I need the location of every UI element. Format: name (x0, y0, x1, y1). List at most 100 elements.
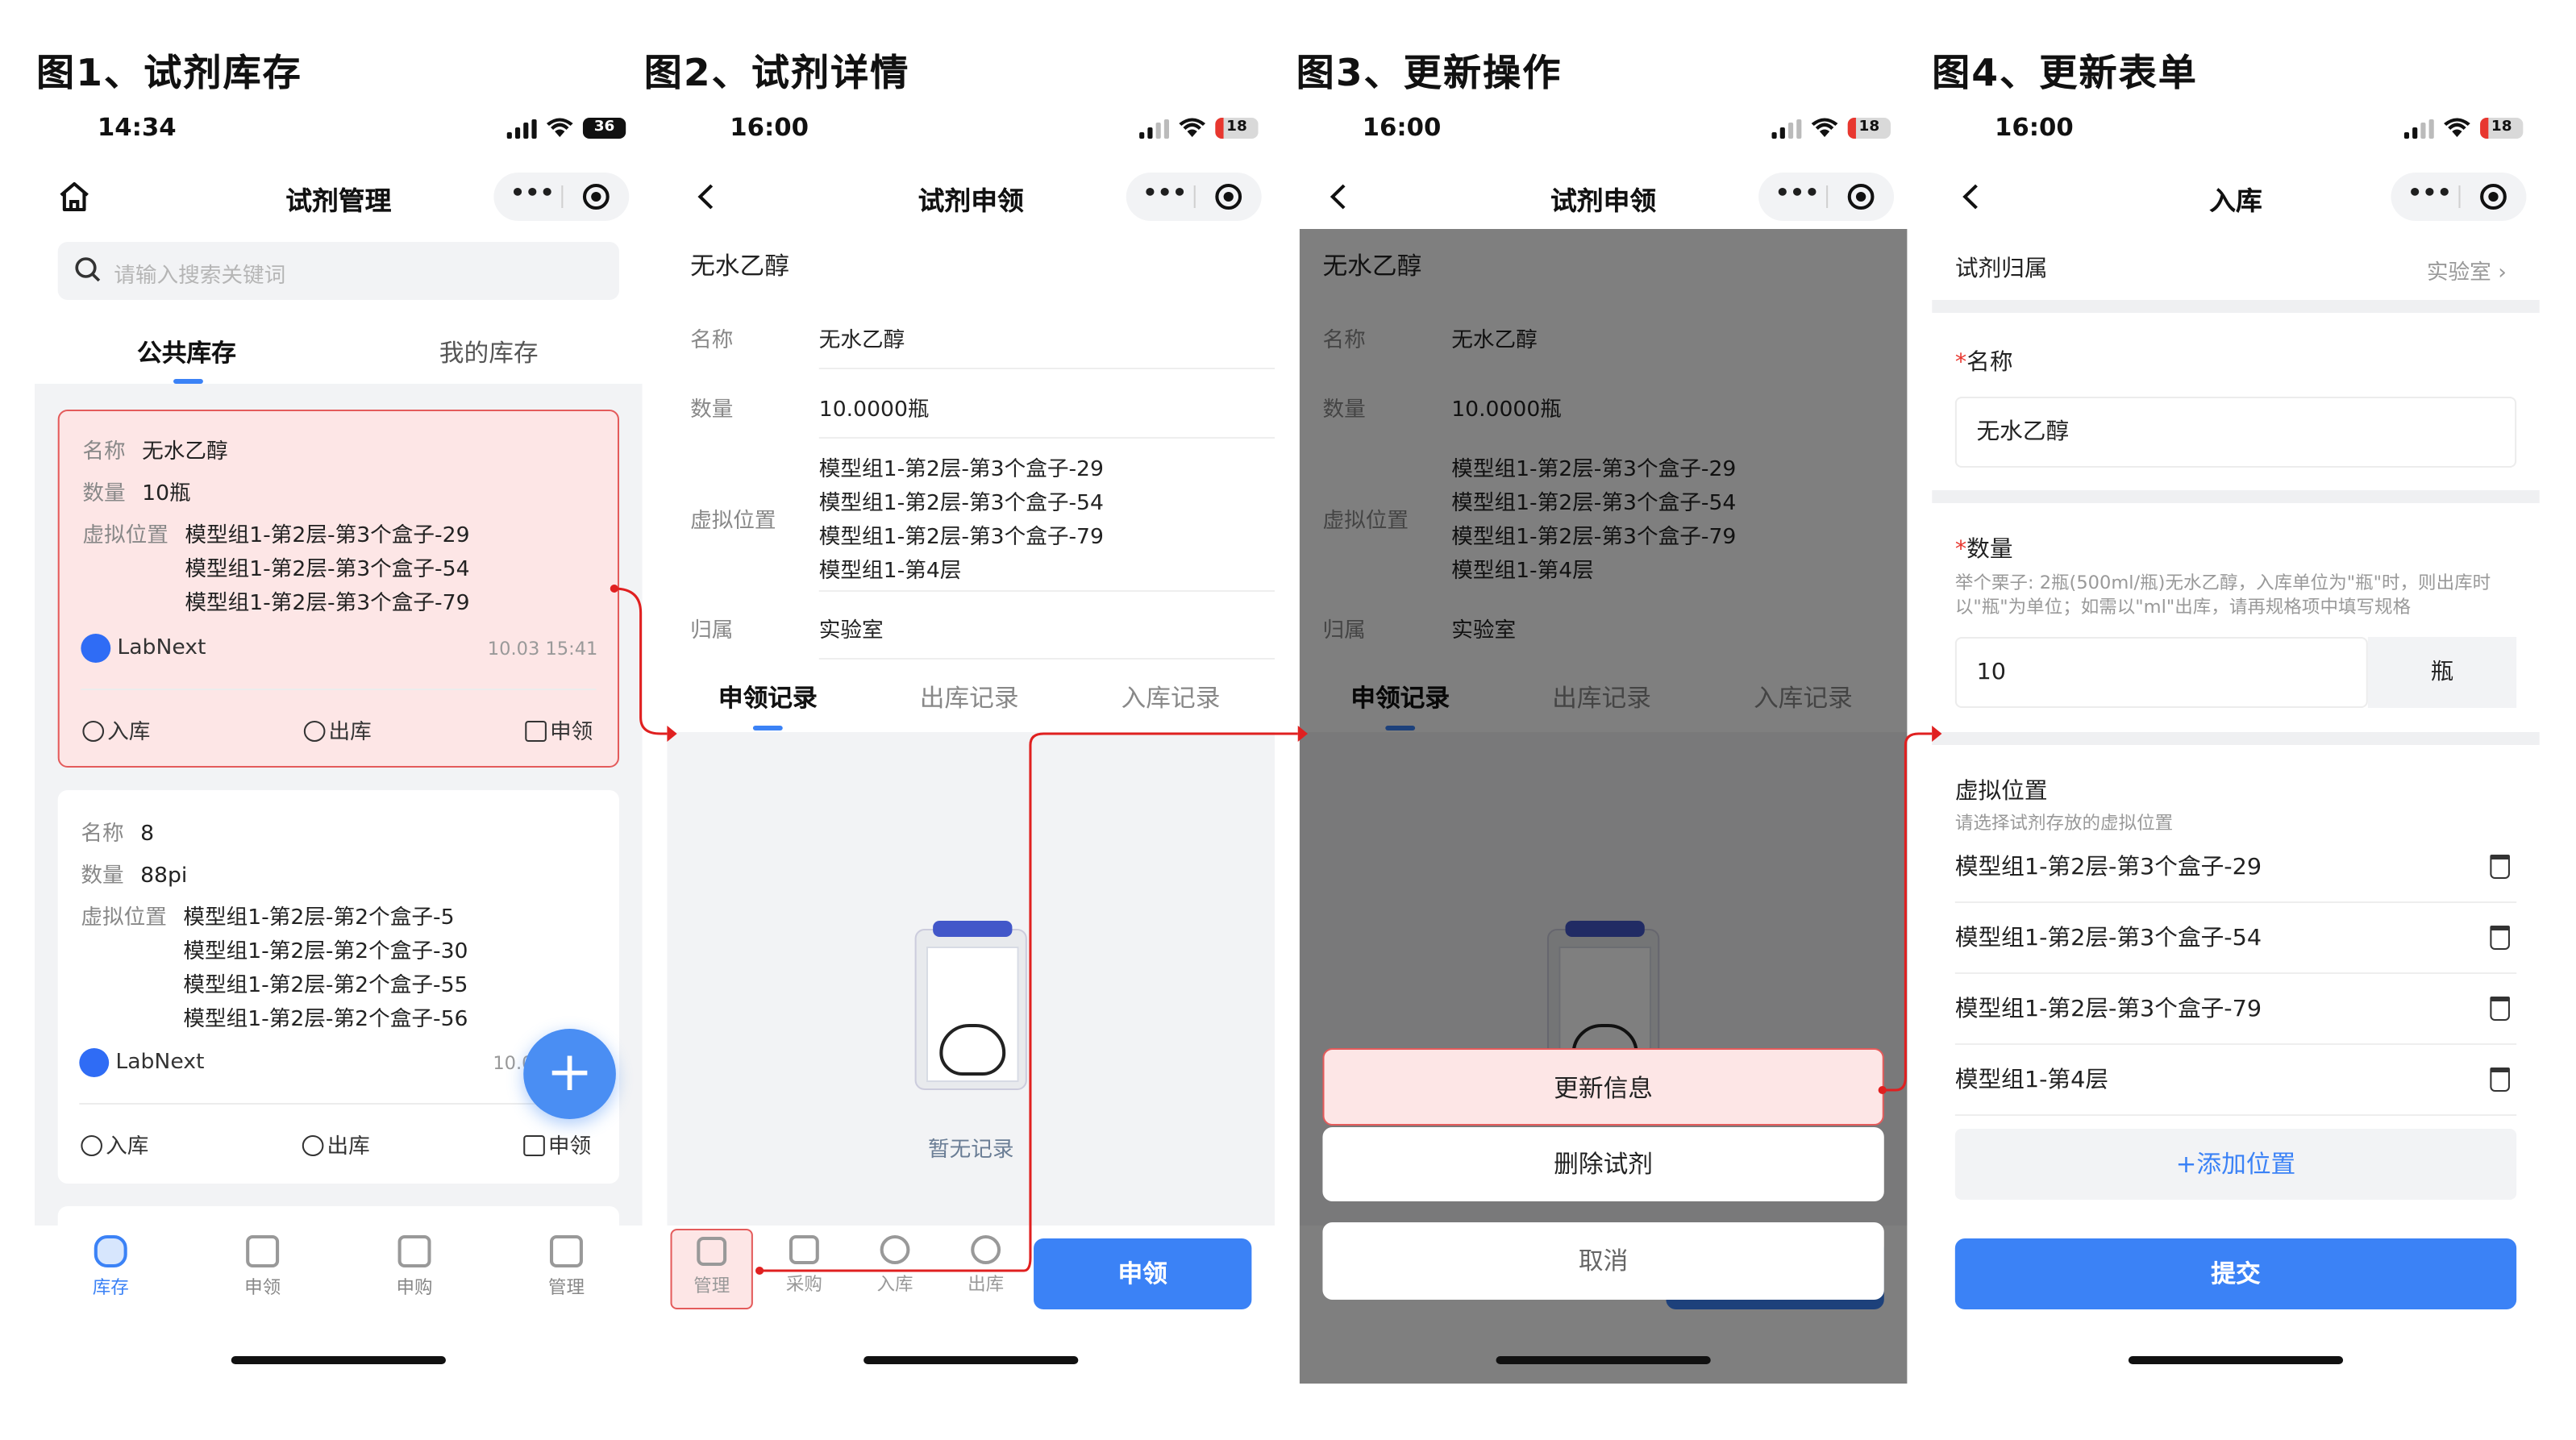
tab-inventory[interactable]: 库存 (61, 1235, 160, 1300)
location-item: 模型组1-第2层-第2个盒子-55 (183, 974, 468, 998)
battery-icon: 18 (2480, 118, 2524, 139)
stock-out-button[interactable]: 出库 (303, 714, 372, 745)
delete-reagent-option[interactable]: 删除试剂 (1322, 1127, 1884, 1201)
page-title: 入库 (2209, 185, 2262, 216)
brand: LabNext (81, 634, 206, 663)
nav-bar: 入库 ••• (1932, 164, 2540, 229)
home-indicator (2128, 1356, 2344, 1364)
stock-in-button[interactable]: 入库 (854, 1235, 936, 1296)
home-indicator (864, 1356, 1079, 1364)
stock-in-button[interactable]: 入库 (81, 1129, 148, 1159)
location-item: 模型组1-第2层-第3个盒子-79 (185, 592, 470, 616)
location-row: 模型组1-第2层-第3个盒子-54 (1954, 903, 2517, 974)
stock-out-button[interactable]: 出库 (302, 1129, 370, 1159)
submit-button[interactable]: 提交 (1954, 1238, 2517, 1309)
status-bar: 16:00 18 (667, 113, 1275, 145)
page-title: 试剂申领 (1550, 185, 1657, 216)
field-label: 数量 (81, 864, 124, 889)
trash-icon[interactable] (2490, 926, 2510, 950)
purchase-button[interactable]: 采购 (763, 1235, 845, 1296)
name-label: *名称 (1954, 350, 2013, 376)
more-icon[interactable]: ••• (1775, 181, 1820, 206)
name-input[interactable]: 无水乙醇 (1954, 397, 2517, 468)
claim-button[interactable]: 申领 (523, 1129, 591, 1159)
trash-icon[interactable] (2490, 855, 2510, 879)
signal-icon (2403, 119, 2434, 139)
bag-icon (789, 1235, 819, 1264)
owner-selector[interactable]: 实验室 › (2426, 261, 2507, 285)
tab-manage[interactable]: 管理 (517, 1235, 616, 1300)
status-time: 16:00 (1994, 113, 2074, 142)
active-tab-indicator (173, 379, 203, 384)
field-label: 名称 (81, 822, 124, 847)
field-label: 数量 (82, 482, 126, 506)
bookmark-icon (246, 1235, 280, 1267)
location-item: 模型组1-第2层-第3个盒子-29 (818, 458, 1104, 482)
back-icon[interactable] (687, 177, 726, 216)
more-icon[interactable]: ••• (1142, 181, 1188, 206)
tab-public-inventory[interactable]: 公共库存 (136, 339, 236, 368)
search-placeholder: 请输入搜索关键词 (114, 264, 286, 289)
claim-icon (525, 721, 547, 742)
wifi-icon (1179, 118, 1206, 137)
tab-in-records[interactable]: 入库记录 (1121, 684, 1221, 713)
detail-name: 无水乙醇 (818, 329, 905, 353)
location-label: 虚拟位置 (1954, 779, 2048, 805)
battery-icon: 18 (1847, 118, 1891, 139)
add-reagent-fab[interactable]: + (523, 1029, 616, 1119)
quantity-label: *数量 (1954, 537, 2013, 563)
mini-program-capsule: ••• (1126, 173, 1262, 221)
search-input[interactable]: 请输入搜索关键词 (57, 242, 620, 300)
update-info-option[interactable]: 更新信息 (1322, 1048, 1884, 1126)
manage-button[interactable]: 管理 (670, 1229, 753, 1309)
location-item: 模型组1-第2层-第2个盒子-56 (183, 1008, 468, 1032)
more-icon[interactable]: ••• (510, 181, 555, 206)
close-target-icon[interactable] (1847, 184, 1875, 210)
trash-icon[interactable] (2490, 1068, 2510, 1092)
stock-in-button[interactable]: 入库 (82, 714, 150, 745)
location-row: 模型组1-第2层-第3个盒子-29 (1954, 832, 2517, 903)
close-target-icon[interactable] (582, 184, 610, 210)
reagent-quantity: 88pi (140, 864, 188, 889)
location-item: 模型组1-第2层-第3个盒子-54 (818, 492, 1104, 516)
tab-claim[interactable]: 申领 (213, 1235, 312, 1300)
location-hint: 请选择试剂存放的虚拟位置 (1954, 813, 2174, 834)
tab-my-inventory[interactable]: 我的库存 (439, 339, 539, 368)
active-tab-indicator (752, 726, 783, 730)
tab-claim-records[interactable]: 申领记录 (718, 684, 818, 713)
trash-icon[interactable] (2490, 997, 2510, 1021)
stock-out-icon (971, 1235, 1001, 1264)
claim-submit-button[interactable]: 申领 (1034, 1238, 1252, 1309)
quantity-input[interactable]: 10 (1954, 637, 2368, 708)
brand-name: LabNext (117, 636, 206, 660)
add-location-button[interactable]: +添加位置 (1954, 1129, 2517, 1200)
mini-program-capsule: ••• (2391, 173, 2527, 221)
location-row: 模型组1-第4层 (1954, 1045, 2517, 1116)
status-bar: 16:00 18 (1932, 113, 2540, 145)
empty-state-text: 暂无记录 (927, 1138, 1014, 1163)
nav-bar: 试剂管理 ••• (35, 164, 643, 229)
more-icon[interactable]: ••• (2407, 181, 2452, 206)
signal-icon (506, 119, 537, 139)
modal-overlay[interactable] (1299, 229, 1908, 1384)
location-item: 模型组1-第2层-第3个盒子-29 (185, 524, 470, 548)
home-icon[interactable] (55, 177, 94, 216)
close-target-icon[interactable] (1215, 184, 1242, 210)
back-icon[interactable] (1952, 177, 1991, 216)
signal-icon (1771, 119, 1802, 139)
tab-purchase[interactable]: 申购 (365, 1235, 464, 1300)
close-target-icon[interactable] (2480, 184, 2507, 210)
back-icon[interactable] (1319, 177, 1359, 216)
claim-button[interactable]: 申领 (525, 714, 593, 745)
unit-selector[interactable]: 瓶 (2367, 637, 2517, 708)
database-icon (94, 1235, 127, 1267)
quantity-hint: 举个栗子: 2瓶(500ml/瓶)无水乙醇，入库单位为"瓶"时，则出库时以"瓶"… (1954, 572, 2491, 618)
stock-out-button[interactable]: 出库 (944, 1235, 1026, 1296)
inbox-icon (397, 1235, 431, 1267)
tab-out-records[interactable]: 出库记录 (919, 684, 1019, 713)
wifi-icon (1811, 118, 1838, 137)
cancel-option[interactable]: 取消 (1322, 1222, 1884, 1300)
